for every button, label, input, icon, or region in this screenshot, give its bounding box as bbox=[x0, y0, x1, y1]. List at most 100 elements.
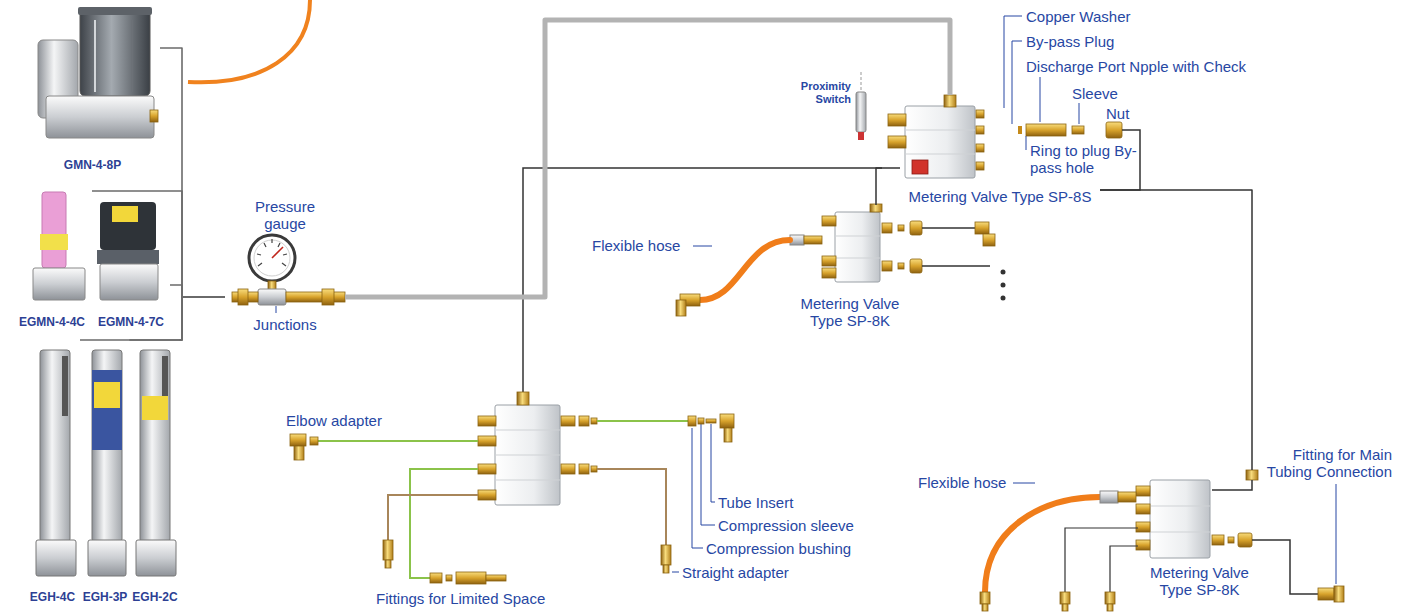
part-label: Flexible hose bbox=[592, 237, 680, 254]
pump-illustration bbox=[40, 234, 68, 250]
pump-illustration bbox=[100, 202, 156, 250]
metering-valve-block bbox=[905, 130, 975, 131]
leader-line bbox=[701, 424, 715, 525]
metering-valve-block bbox=[1018, 126, 1022, 134]
part-label: Tube Insert bbox=[718, 494, 793, 511]
leader-line bbox=[672, 572, 679, 573]
flexible-hose bbox=[1118, 492, 1136, 502]
metering-valve: Metering Valve Type SP-8K bbox=[788, 205, 912, 335]
metering-valve-block bbox=[1238, 533, 1252, 547]
metering-valve-block bbox=[1136, 504, 1150, 514]
metering-valve-block bbox=[898, 225, 904, 231]
metering-valve-block bbox=[698, 418, 704, 424]
leader-line bbox=[1026, 136, 1027, 150]
flexible-hose bbox=[676, 300, 686, 316]
tube-line bbox=[170, 285, 225, 297]
metering-valve-block bbox=[1212, 480, 1252, 490]
metering-valve-block bbox=[983, 234, 995, 246]
part-label: EGH-4C bbox=[30, 590, 75, 604]
metering-valve-block bbox=[561, 464, 575, 474]
part-label: Metering Valve Type SP-8K bbox=[790, 295, 910, 329]
flexible-hose bbox=[985, 497, 1100, 592]
metering-valve-block bbox=[591, 418, 597, 424]
metering-valve-block bbox=[579, 464, 589, 474]
metering-valve-block bbox=[385, 560, 391, 568]
metering-valve-block bbox=[910, 259, 922, 273]
metering-valve-block bbox=[1228, 537, 1234, 543]
pump-illustration bbox=[136, 350, 176, 576]
part-label: Discharge Port Npple with Check bbox=[1026, 58, 1246, 75]
metering-valve-block bbox=[1105, 592, 1115, 604]
metering-valve-block bbox=[720, 414, 734, 428]
metering-valve-block bbox=[591, 466, 597, 472]
tube-line bbox=[876, 168, 900, 205]
metering-valve-block bbox=[1107, 604, 1113, 611]
flexible-hose bbox=[1100, 491, 1118, 503]
metering-valve-block bbox=[310, 437, 318, 445]
metering-valve-block bbox=[410, 469, 478, 578]
metering-valve-block bbox=[1062, 604, 1068, 611]
metering-valve-block bbox=[835, 236, 880, 237]
metering-valve-block bbox=[1334, 586, 1344, 602]
metering-valve-block bbox=[822, 256, 836, 266]
metering-valve-block bbox=[688, 416, 696, 426]
pump-unit: EGMN-4-4C bbox=[12, 185, 92, 330]
metering-valve-block bbox=[1106, 122, 1122, 138]
junction-fitting bbox=[322, 289, 334, 305]
metering-valve-block bbox=[1150, 532, 1210, 533]
tube-line bbox=[80, 297, 225, 340]
metering-valve-block bbox=[882, 261, 892, 271]
pump-illustration bbox=[40, 350, 70, 542]
tube-line bbox=[160, 48, 225, 297]
pump-unit: EGMN-4-7C bbox=[92, 195, 170, 330]
metering-valve-block bbox=[922, 265, 990, 267]
part-label: Metering Valve Type SP-8K bbox=[1142, 564, 1257, 598]
pump-illustration bbox=[112, 206, 138, 222]
metering-valve-block bbox=[1060, 592, 1070, 604]
pump-illustration bbox=[46, 96, 154, 138]
pump-illustration bbox=[140, 350, 170, 542]
metering-valve-block bbox=[910, 221, 922, 235]
part-label: EGMN-4-7C bbox=[98, 315, 164, 329]
metering-valve: Metering Valve Type SP-8K bbox=[1125, 470, 1275, 610]
metering-valve-block bbox=[579, 416, 589, 426]
part-label: Nut bbox=[1106, 105, 1129, 122]
leader-line bbox=[1012, 41, 1022, 124]
proximity-switch bbox=[856, 92, 866, 132]
metering-valve-block bbox=[294, 446, 304, 460]
metering-valve-block bbox=[1150, 480, 1210, 558]
proximity-switch bbox=[856, 72, 866, 140]
flexible-hose bbox=[980, 491, 1136, 611]
proximity-switch bbox=[861, 72, 862, 90]
metering-valve-block bbox=[905, 106, 975, 178]
metering-valve-block bbox=[1212, 535, 1224, 545]
metering-valve-block bbox=[912, 160, 928, 174]
metering-valve-block bbox=[975, 222, 989, 234]
part-label: Straight adapter bbox=[682, 564, 789, 581]
metering-valve-block bbox=[495, 405, 560, 505]
metering-valve-block bbox=[898, 263, 904, 269]
metering-valve-block bbox=[1001, 283, 1006, 288]
pressure-gauge bbox=[249, 235, 295, 290]
pump-illustration bbox=[136, 540, 176, 576]
metering-valve-block bbox=[478, 490, 496, 500]
metering-valve-block bbox=[976, 126, 984, 134]
metering-valve-block bbox=[383, 540, 393, 560]
metering-valve-block bbox=[1026, 124, 1066, 136]
orange-arc bbox=[188, 0, 310, 82]
metering-valve-block bbox=[1060, 470, 1344, 611]
leader-line bbox=[693, 246, 712, 247]
metering-valve-block bbox=[1318, 588, 1334, 600]
pump-illustration bbox=[100, 264, 158, 300]
metering-valve-block bbox=[706, 419, 716, 423]
metering-valve-block bbox=[1110, 546, 1138, 592]
junction-fitting bbox=[276, 306, 277, 313]
leader-line bbox=[1013, 483, 1035, 484]
pump-illustration bbox=[80, 10, 150, 96]
metering-valve-block bbox=[1246, 470, 1258, 480]
flexible-hose bbox=[982, 604, 988, 611]
tube-line bbox=[180, 297, 225, 340]
metering-valve-block bbox=[597, 420, 688, 422]
